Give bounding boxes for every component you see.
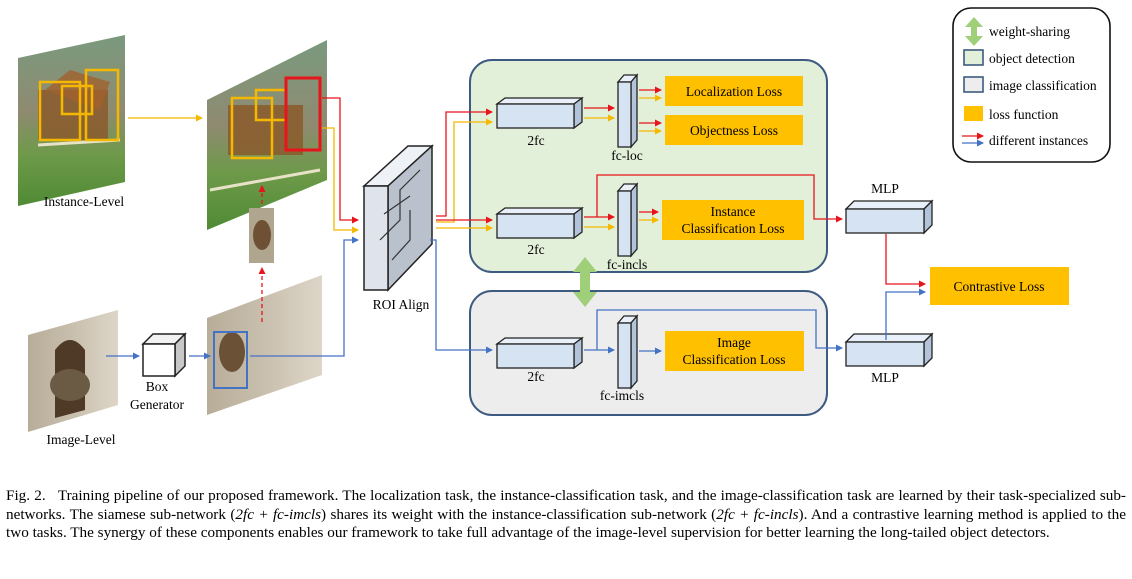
roi-align-label: ROI Align — [373, 297, 430, 312]
weight-sharing-legend-icon — [965, 17, 983, 46]
mlp-block-top — [844, 199, 934, 235]
legend-label-loss-function: loss function — [989, 107, 1059, 122]
twofc-incls-label: 2fc — [527, 242, 544, 257]
arrow-roi-to-2fc-loc-yellow — [436, 118, 493, 223]
objectness-loss-box — [665, 115, 803, 145]
legend-label-image-classification: image classification — [989, 78, 1097, 93]
box-generator-cube — [141, 332, 187, 378]
caption-text-part1: Training pipeline of our proposed framew… — [6, 487, 1126, 523]
image-loss-label-line2: Classification Loss — [682, 352, 785, 367]
image-level-label: Image-Level — [47, 432, 116, 447]
box-generator-label-line1: Box — [146, 379, 169, 394]
fc-incls-block — [616, 182, 639, 258]
legend-frame — [952, 7, 1111, 163]
caption-italic-siamese: 2fc + fc-imcls — [235, 505, 322, 523]
arrow-mlp-top-to-contrastive — [885, 234, 926, 288]
weight-sharing-arrow-icon — [573, 257, 597, 307]
figure-caption: Fig. 2. Training pipeline of our propose… — [6, 487, 1126, 543]
arrow-red-to-roi — [322, 97, 359, 224]
contrastive-loss-label: Contrastive Loss — [953, 279, 1044, 294]
mlp-bottom-label: MLP — [871, 370, 899, 385]
objectness-loss-label: Objectness Loss — [690, 123, 778, 138]
legend-label-weight-sharing: weight-sharing — [989, 24, 1070, 39]
image-level-image — [28, 310, 118, 432]
instance-classification-loss-box — [662, 200, 804, 240]
image-classification-box-icon — [963, 76, 984, 93]
legend-label-different-instances: different instances — [989, 133, 1088, 148]
localization-loss-box — [665, 76, 803, 106]
fc-imcls-block — [616, 314, 639, 390]
legend-label-object-detection: object detection — [989, 51, 1075, 66]
instance-level-image — [18, 35, 125, 206]
fc-imcls-label: fc-imcls — [600, 388, 644, 403]
instance-level-annotated-image — [207, 40, 327, 230]
box-generator-label-line2: Generator — [130, 397, 184, 412]
instance-arrows-icon — [962, 132, 984, 147]
image-classification-subnetwork — [469, 290, 828, 416]
loss-function-box-icon — [964, 106, 983, 121]
instance-loss-label-line2: Classification Loss — [681, 221, 784, 236]
arrow-mlp-bottom-to-contrastive — [885, 288, 926, 340]
caption-italic-instance: 2fc + fc-incls — [716, 505, 799, 523]
arrow-roi-to-2fc-imcls — [430, 239, 493, 354]
object-detection-box-icon — [963, 49, 984, 66]
twofc-block-instance — [495, 206, 584, 240]
arrow-2fc-imcls-to-mlp — [596, 309, 843, 352]
cropped-instance-thumbnail — [249, 208, 274, 263]
caption-fig-number: Fig. 2. — [6, 487, 46, 504]
mlp-block-bottom — [844, 332, 934, 368]
image-level-proposal-image — [207, 275, 322, 415]
arrow-blue-to-roi — [250, 236, 359, 357]
instance-loss-label-line1: Instance — [711, 204, 756, 219]
arrow-roi-to-2fc-loc-red — [436, 108, 493, 217]
pipeline-diagram: Localization Loss Objectness Loss Instan… — [18, 7, 1111, 447]
twofc-block-image — [495, 336, 584, 370]
mlp-top-label: MLP — [871, 181, 899, 196]
instance-level-label: Instance-Level — [44, 194, 124, 209]
fc-loc-label: fc-loc — [611, 148, 642, 163]
twofc-loc-label: 2fc — [527, 133, 544, 148]
fc-incls-label: fc-incls — [607, 257, 647, 272]
contrastive-loss-box — [930, 267, 1069, 305]
localization-loss-label: Localization Loss — [686, 84, 782, 99]
image-classification-loss-box — [665, 331, 804, 371]
roi-align-block — [362, 144, 434, 292]
arrow-yellow-to-roi — [322, 127, 359, 234]
arrow-2fc-incls-to-mlp — [596, 174, 843, 223]
twofc-block-localization — [495, 96, 584, 130]
caption-text-part3: ). And a contrastive learning method is … — [6, 505, 1126, 542]
legend: weight-sharing object detection image cl… — [952, 7, 1111, 163]
fc-loc-block — [616, 73, 639, 149]
twofc-imcls-label: 2fc — [527, 369, 544, 384]
caption-text-part2: ) shares its weight with the instance-cl… — [321, 505, 717, 523]
image-loss-label-line1: Image — [717, 335, 751, 350]
